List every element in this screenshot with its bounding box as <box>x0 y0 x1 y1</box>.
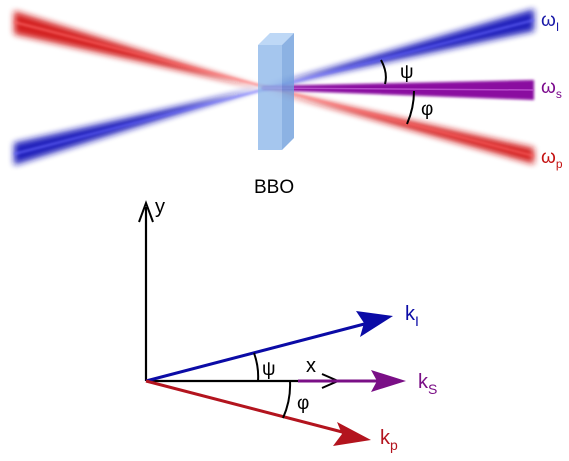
phi-angle-arc <box>406 90 415 125</box>
signal-beam-label: ωs <box>541 77 562 101</box>
pump-wavevector-label-symbol: k <box>380 427 391 449</box>
signal-wavevector <box>298 370 406 392</box>
idler-beam-label: ωI <box>541 10 559 34</box>
idler-wavevector-label-symbol: k <box>405 303 416 325</box>
y-axis-label: y <box>155 196 165 218</box>
x-axis-label: x <box>306 355 316 377</box>
y-axis <box>138 200 154 381</box>
signal-beam-label-symbol: ω <box>541 77 556 98</box>
pump-beam-label-subscript: p <box>556 157 563 171</box>
bbo-crystal <box>258 33 294 150</box>
psi-angle-arc <box>380 59 387 85</box>
phi-vector-angle-arc <box>282 380 292 419</box>
psi-vector-angle-label: ψ <box>262 359 276 380</box>
signal-wavevector-label-symbol: k <box>418 371 429 393</box>
pump-wavevector-label-subscript: p <box>390 437 398 453</box>
pump-wavevector-label: kp <box>380 427 398 453</box>
idler-beam-label-subscript: I <box>556 20 559 34</box>
signal-beam-label-subscript: s <box>556 87 562 101</box>
beam-diagram: ψ φ ωI ωs ωp BBO <box>13 9 563 198</box>
idler-wavevector-label: kI <box>405 303 419 329</box>
signal-wavevector-label-subscript: S <box>428 381 437 397</box>
idler-wavevector-label-subscript: I <box>415 313 419 329</box>
pump-wavevector <box>145 379 371 446</box>
phi-angle-label: φ <box>421 99 433 120</box>
pump-beam-label: ωp <box>541 147 563 171</box>
signal-beam <box>261 80 535 100</box>
phi-vector-angle-label: φ <box>297 393 309 414</box>
psi-vector-angle-arc <box>253 352 260 382</box>
crystal-label: BBO <box>254 177 294 198</box>
psi-angle-label: ψ <box>400 62 414 83</box>
idler-wavevector <box>145 311 393 383</box>
vector-diagram: y x kI kS kp ψ φ <box>138 196 437 453</box>
signal-wavevector-label: kS <box>418 371 437 397</box>
pump-beam-label-symbol: ω <box>541 147 556 168</box>
idler-beam-label-symbol: ω <box>541 10 556 31</box>
